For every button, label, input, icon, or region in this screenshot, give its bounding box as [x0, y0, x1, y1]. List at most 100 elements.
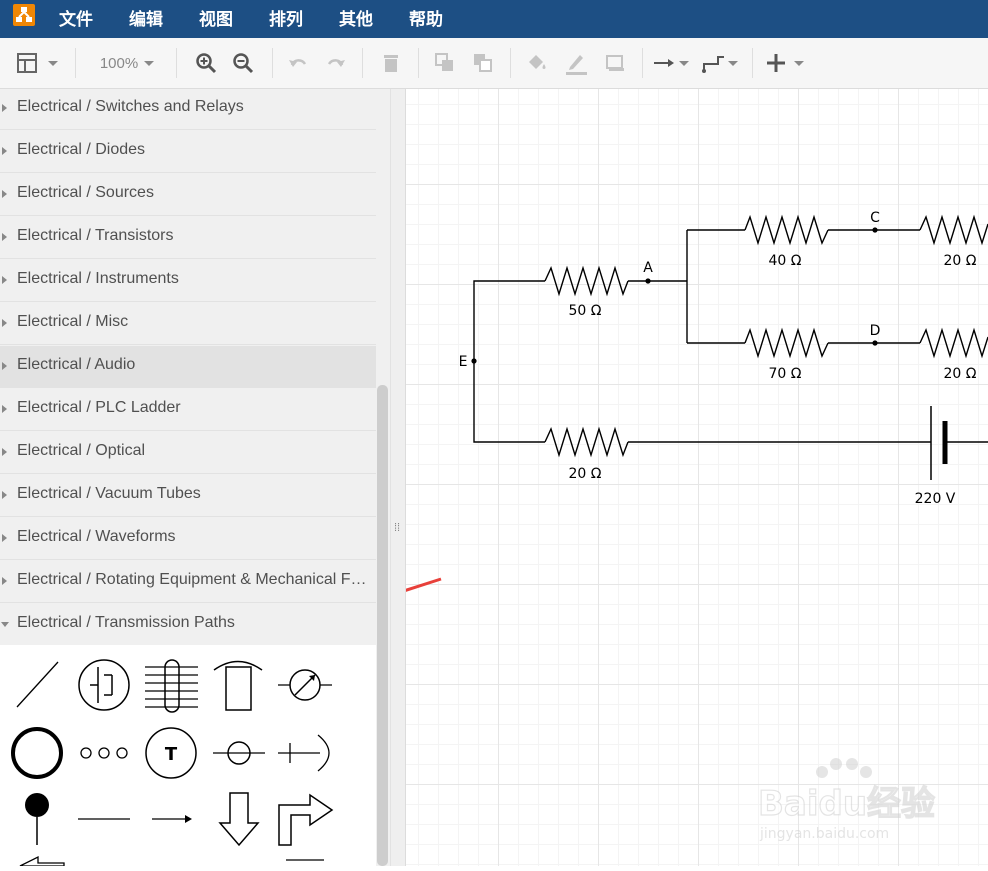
- toolbar: 100%: [0, 38, 988, 89]
- shape-circuit-breaker-circle[interactable]: [78, 659, 130, 711]
- watermark-brand: Baidu经验: [758, 784, 935, 824]
- splitter-grip-icon: ⁞⁞: [394, 522, 401, 534]
- undo-icon: [289, 59, 307, 67]
- arrow-right-icon: [654, 59, 689, 67]
- line-color-button[interactable]: [561, 38, 591, 88]
- wire-e-bottom: [473, 361, 545, 443]
- undo-button[interactable]: [284, 38, 312, 88]
- toolbar-separator: [272, 48, 273, 78]
- insert-button[interactable]: [764, 38, 808, 88]
- redo-button[interactable]: [322, 38, 350, 88]
- to-back-button[interactable]: [469, 38, 497, 88]
- menu-file[interactable]: 文件: [59, 10, 93, 30]
- menu-arrange[interactable]: 排列: [269, 10, 303, 30]
- trash-icon: [384, 55, 398, 72]
- shape-termination[interactable]: [278, 734, 330, 772]
- toolbar-separator: [752, 48, 753, 78]
- resistor-20-top-label: 20 Ω: [944, 253, 977, 269]
- library-label: Electrical / Sources: [17, 184, 154, 201]
- resistor-20-bottom-label: 20 Ω: [569, 466, 602, 482]
- circuit-diagram: A C D E 50 Ω 40 Ω 20 Ω 70 Ω 20 Ω 20 Ω 22…: [271, 210, 988, 842]
- resistor-20-mid-label: 20 Ω: [944, 366, 977, 382]
- annotation-arrow: [271, 577, 442, 636]
- library-misc[interactable]: Electrical / Misc: [0, 303, 376, 345]
- shape-arrow-left-partial[interactable]: [19, 855, 65, 867]
- shape-arrow-bend[interactable]: [278, 793, 334, 846]
- chevron-right-icon: [2, 233, 7, 241]
- library-waveforms[interactable]: Electrical / Waveforms: [0, 518, 376, 560]
- panel-splitter[interactable]: [390, 89, 406, 866]
- library-label: Electrical / Waveforms: [17, 528, 176, 545]
- chevron-right-icon: [2, 491, 7, 499]
- library-instruments[interactable]: Electrical / Instruments: [0, 260, 376, 302]
- shape-line-circle[interactable]: [213, 741, 265, 765]
- format-panel-button[interactable]: [12, 38, 62, 88]
- menu-view[interactable]: 视图: [199, 10, 233, 30]
- resistor-50: [544, 265, 629, 297]
- connection-style-button[interactable]: [652, 38, 692, 88]
- diagram-canvas[interactable]: A C D E 50 Ω 40 Ω 20 Ω 70 Ω 20 Ω 20 Ω 22…: [271, 89, 988, 866]
- library-label: Electrical / Audio: [17, 356, 136, 373]
- zoom-in-button[interactable]: [192, 38, 220, 88]
- fill-color-button[interactable]: [522, 38, 552, 88]
- library-vacuum-tubes[interactable]: Electrical / Vacuum Tubes: [0, 475, 376, 517]
- plus-icon: [767, 54, 804, 72]
- library-label: Electrical / Transistors: [17, 227, 174, 244]
- shape-cable-bundle[interactable]: [145, 659, 198, 713]
- shape-three-circles[interactable]: [80, 747, 128, 759]
- node-a-dot: [645, 278, 651, 284]
- chevron-down-icon: [144, 61, 155, 66]
- chevron-right-icon: [2, 104, 7, 112]
- resistor-40: [744, 214, 829, 246]
- library-label: Electrical / Misc: [17, 313, 129, 330]
- shape-line-arrow[interactable]: [152, 815, 192, 823]
- layout-panel-icon: [17, 53, 58, 73]
- shape-t-circle[interactable]: T: [145, 727, 197, 779]
- shape-line-diagonal[interactable]: [12, 655, 62, 715]
- library-diodes[interactable]: Electrical / Diodes: [0, 131, 376, 173]
- shape-pin-dot[interactable]: [25, 793, 49, 845]
- library-plc-ladder[interactable]: Electrical / PLC Ladder: [0, 389, 376, 431]
- waypoint-icon: [702, 56, 738, 73]
- chevron-right-icon: [2, 405, 7, 413]
- library-label: Electrical / Switches and Relays: [17, 98, 244, 115]
- toolbar-separator: [510, 48, 511, 78]
- menu-extras[interactable]: 其他: [339, 10, 373, 30]
- shadow-icon: [606, 55, 624, 71]
- library-label: Electrical / Rotating Equipment & Mechan…: [17, 571, 367, 588]
- resistor-70: [744, 327, 829, 359]
- zoom-out-button[interactable]: [229, 38, 257, 88]
- toolbar-separator: [642, 48, 643, 78]
- chevron-right-icon: [2, 448, 7, 456]
- zoom-value: 100%: [99, 54, 139, 72]
- node-a-label: A: [643, 260, 653, 276]
- shape-thick-circle[interactable]: [11, 727, 63, 779]
- menu-help[interactable]: 帮助: [409, 10, 443, 30]
- sidebar-scroll-thumb[interactable]: [377, 385, 388, 866]
- library-transmission-paths[interactable]: Electrical / Transmission Paths: [0, 604, 376, 646]
- library-switches-relays[interactable]: Electrical / Switches and Relays: [0, 89, 376, 130]
- waypoints-button[interactable]: [700, 38, 742, 88]
- shadow-button[interactable]: [600, 38, 630, 88]
- node-d-dot: [872, 340, 878, 346]
- watermark-url: jingyan.baidu.com: [759, 826, 889, 842]
- resistor-50-label: 50 Ω: [569, 303, 602, 319]
- bring-to-front-icon: [435, 53, 453, 71]
- library-optical[interactable]: Electrical / Optical: [0, 432, 376, 474]
- chevron-right-icon: [2, 147, 7, 155]
- node-d-label: D: [870, 323, 881, 339]
- menu-edit[interactable]: 编辑: [129, 10, 163, 30]
- toolbar-separator: [75, 48, 76, 78]
- library-rotating-equipment[interactable]: Electrical / Rotating Equipment & Mechan…: [0, 561, 376, 603]
- shape-arrow-down[interactable]: [218, 792, 260, 847]
- zoom-dropdown[interactable]: 100%: [92, 38, 164, 88]
- library-transistors[interactable]: Electrical / Transistors: [0, 217, 376, 259]
- library-sources[interactable]: Electrical / Sources: [0, 174, 376, 216]
- chevron-right-icon: [2, 534, 7, 542]
- to-front-button[interactable]: [431, 38, 459, 88]
- delete-button[interactable]: [377, 38, 405, 88]
- source-voltage-label: 220 V: [915, 491, 956, 507]
- library-audio[interactable]: Electrical / Audio: [0, 346, 376, 388]
- shape-meter-circle[interactable]: [278, 669, 332, 701]
- shape-enclosure-arc[interactable]: [213, 660, 263, 711]
